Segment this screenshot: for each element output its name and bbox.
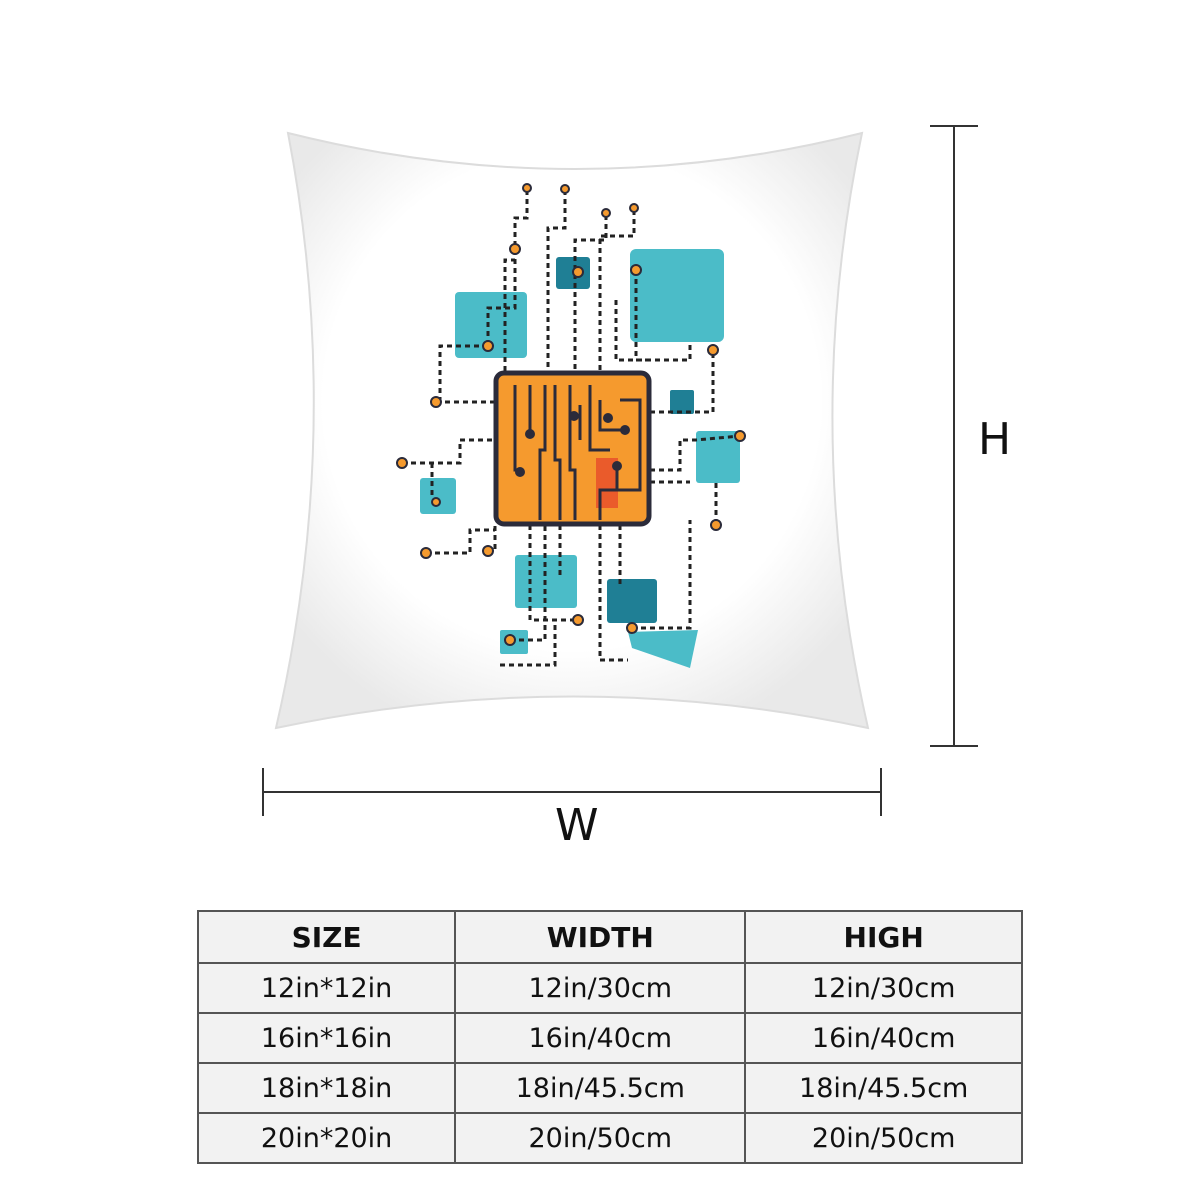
width-label: W bbox=[555, 800, 599, 851]
table-row: 16in*16in 16in/40cm 16in/40cm bbox=[196, 1012, 1023, 1064]
table-header-row: SIZE WIDTH HIGH bbox=[196, 910, 1023, 964]
cell-width: 18in/45.5cm bbox=[454, 1062, 747, 1114]
pillow-illustration bbox=[262, 125, 978, 816]
table-row: 12in*12in 12in/30cm 12in/30cm bbox=[196, 962, 1023, 1014]
cell-high: 16in/40cm bbox=[744, 1012, 1023, 1064]
cell-size: 16in*16in bbox=[196, 1012, 457, 1064]
cell-high: 18in/45.5cm bbox=[744, 1062, 1023, 1114]
height-label: H bbox=[978, 414, 1012, 465]
table-row: 18in*18in 18in/45.5cm 18in/45.5cm bbox=[196, 1062, 1023, 1114]
cell-size: 12in*12in bbox=[196, 962, 457, 1014]
header-width: WIDTH bbox=[454, 910, 747, 964]
width-dimension-line bbox=[262, 768, 882, 816]
table-row: 20in*20in 20in/50cm 20in/50cm bbox=[196, 1112, 1023, 1164]
cell-width: 20in/50cm bbox=[454, 1112, 747, 1164]
circuit-chip bbox=[493, 370, 652, 527]
circuit-nodes bbox=[396, 183, 746, 646]
height-dimension-line bbox=[930, 125, 978, 747]
circuit-traces bbox=[402, 190, 741, 667]
cell-size: 20in*20in bbox=[196, 1112, 457, 1164]
header-size: SIZE bbox=[196, 910, 457, 964]
size-chart-table: SIZE WIDTH HIGH 12in*12in 12in/30cm 12in… bbox=[196, 910, 1023, 1164]
cell-high: 12in/30cm bbox=[744, 962, 1023, 1014]
cell-width: 12in/30cm bbox=[454, 962, 747, 1014]
cell-width: 16in/40cm bbox=[454, 1012, 747, 1064]
cell-size: 18in*18in bbox=[196, 1062, 457, 1114]
cell-high: 20in/50cm bbox=[744, 1112, 1023, 1164]
header-high: HIGH bbox=[744, 910, 1023, 964]
